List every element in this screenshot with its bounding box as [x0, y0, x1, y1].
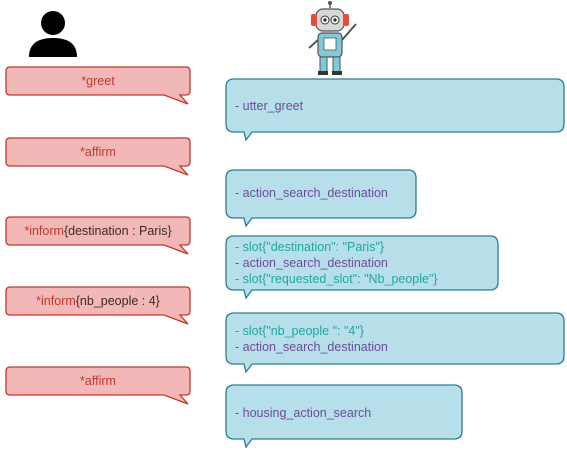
user-message-5: *affirm: [6, 374, 190, 388]
user-message-4: *inform{nb_people : 4}: [6, 294, 190, 308]
user-bubble-1: [5, 66, 191, 105]
user-intent: *inform: [24, 224, 64, 238]
user-message-2: *affirm: [6, 145, 190, 159]
bot-message-3-line-3: - slot{"requested_slot": "Nb_people"}: [235, 272, 438, 286]
user-message-1: *greet: [6, 74, 190, 88]
user-entities: {nb_people : 4}: [75, 294, 160, 308]
user-intent: *affirm: [80, 145, 116, 159]
user-message-3: *inform{destination : Paris}: [6, 224, 190, 238]
robot-icon: [308, 1, 357, 75]
bot-message-3-line-1: - slot{"destination": "Paris"}: [235, 240, 385, 254]
user-entities: {destination : Paris}: [63, 224, 172, 238]
bot-bubble-3: [225, 235, 499, 300]
bot-message-5-line-1: - housing_action_search: [235, 406, 372, 420]
person-icon: [29, 11, 77, 57]
user-intent: *affirm: [80, 374, 116, 388]
user-bubble-4: [5, 286, 191, 325]
bot-message-1-line-1: - utter_greet: [235, 99, 304, 113]
user-intent: *inform: [36, 294, 76, 308]
user-bubble-3: [5, 216, 191, 255]
bot-bubble-1: [225, 78, 565, 142]
bot-bubble-4: [225, 312, 565, 374]
bot-bubble-5: [225, 384, 463, 449]
bot-bubble-2: [225, 169, 417, 228]
bot-message-4-line-1: - slot{"nb_people ": "4"}: [235, 324, 364, 338]
bot-message-2-line-1: - action_search_destination: [235, 186, 388, 200]
bot-message-3-line-2: - action_search_destination: [235, 256, 388, 270]
user-bubble-2: [5, 137, 191, 176]
bot-message-4-line-2: - action_search_destination: [235, 340, 388, 354]
user-bubble-5: [5, 366, 191, 405]
user-intent: *greet: [81, 74, 115, 88]
